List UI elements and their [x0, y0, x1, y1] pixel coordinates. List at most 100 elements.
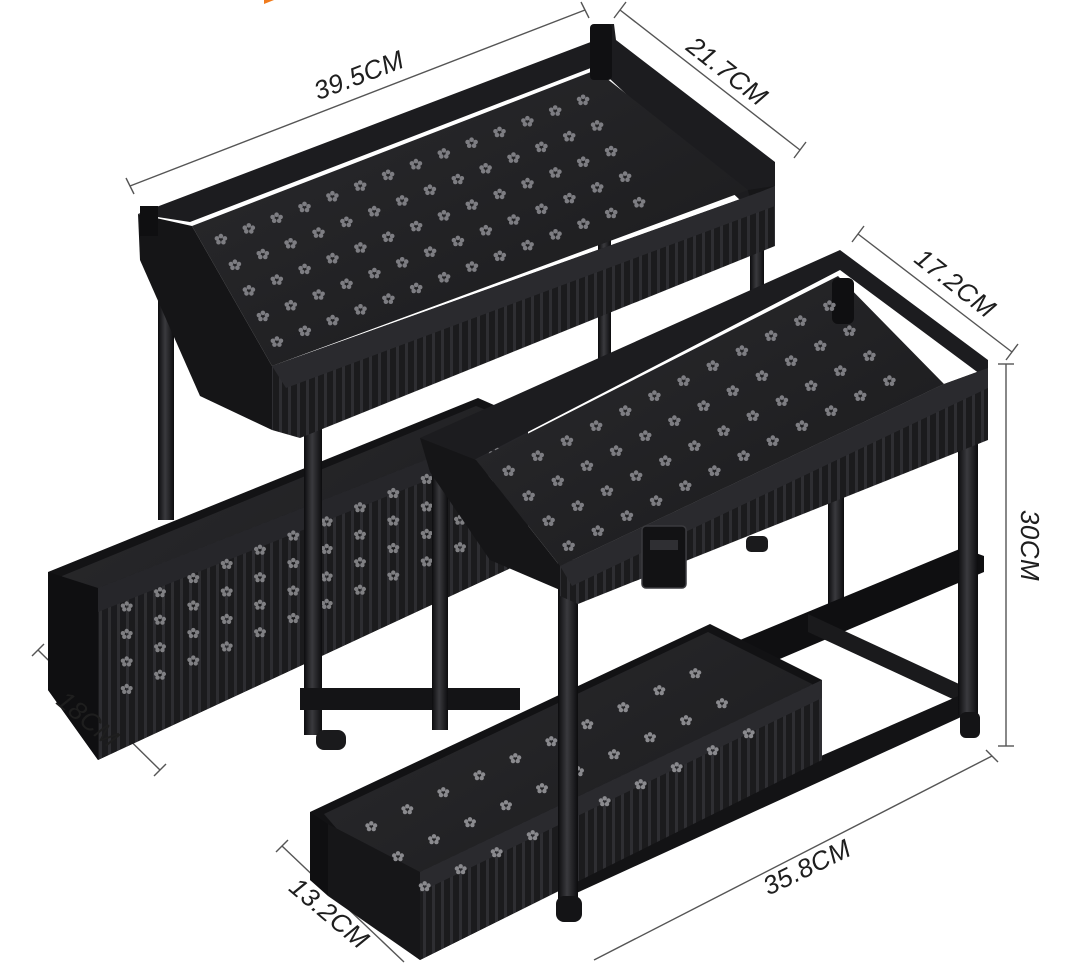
- drain-hole: [581, 218, 586, 223]
- drain-hole: [683, 480, 688, 485]
- drain-hole: [355, 186, 361, 191]
- drain-hole: [221, 239, 226, 245]
- drain-hole: [312, 229, 317, 235]
- drain-hole: [395, 197, 401, 202]
- drain-hole: [360, 186, 366, 191]
- drain-hole: [391, 570, 396, 575]
- drain-hole: [344, 278, 349, 284]
- drain-hole: [503, 471, 509, 477]
- drain-hole: [521, 242, 526, 247]
- drain-hole: [585, 220, 590, 226]
- drain-hole: [402, 809, 408, 815]
- drain-hole: [330, 252, 335, 258]
- drain-hole: [811, 386, 816, 392]
- drain-hole: [550, 173, 556, 178]
- drain-hole: [549, 231, 554, 236]
- drain-hole: [388, 576, 394, 581]
- drain-hole: [187, 575, 192, 580]
- drain-hole: [472, 267, 477, 272]
- drain-hole: [647, 732, 653, 737]
- drain-hole: [394, 572, 400, 577]
- drain-hole: [526, 832, 532, 837]
- drain-hole: [291, 612, 296, 618]
- drain-hole: [422, 534, 427, 539]
- drain-hole: [264, 312, 270, 318]
- drain-hole: [445, 274, 451, 279]
- drain-hole: [584, 460, 590, 465]
- drain-hole: [413, 158, 419, 164]
- drain-hole: [670, 764, 676, 769]
- drain-hole: [161, 644, 166, 649]
- drain-hole: [278, 214, 283, 220]
- drain-hole: [285, 244, 291, 249]
- drain-hole: [665, 461, 670, 467]
- drain-hole: [533, 456, 538, 462]
- drain-hole: [766, 336, 771, 342]
- drain-hole: [607, 491, 612, 497]
- drain-hole: [344, 216, 349, 222]
- drain-hole: [600, 801, 605, 807]
- drain-hole: [304, 207, 310, 213]
- drain-hole: [654, 396, 660, 402]
- drain-hole: [274, 336, 280, 341]
- drain-hole: [122, 662, 127, 667]
- drain-hole: [416, 226, 421, 232]
- drain-hole: [499, 132, 505, 138]
- drain-hole: [263, 316, 268, 322]
- drain-hole: [795, 422, 801, 428]
- drain-hole: [653, 687, 658, 692]
- drain-hole: [393, 548, 398, 554]
- drain-hole: [743, 347, 749, 353]
- drain-hole: [685, 486, 690, 492]
- drain-hole: [507, 802, 512, 807]
- drain-hole: [737, 351, 742, 357]
- drain-hole: [725, 427, 730, 433]
- drain-hole: [401, 806, 406, 811]
- drain-hole: [864, 356, 870, 362]
- drain-hole: [508, 471, 514, 477]
- drain-hole: [340, 280, 345, 286]
- drain-hole: [244, 291, 249, 296]
- drain-hole: [582, 466, 587, 472]
- drain-hole: [723, 700, 728, 705]
- drain-hole: [422, 562, 427, 567]
- drain-hole: [656, 392, 661, 398]
- drain-hole: [416, 164, 421, 170]
- drain-hole: [473, 139, 478, 145]
- drain-hole: [723, 431, 729, 437]
- drain-hole: [254, 629, 259, 634]
- drain-hole: [829, 306, 835, 312]
- drain-hole: [581, 721, 586, 726]
- drain-hole: [501, 129, 506, 134]
- drain-hole: [264, 251, 270, 256]
- drain-hole: [681, 375, 686, 380]
- drain-hole: [487, 165, 492, 170]
- drain-hole: [236, 261, 242, 267]
- drain-hole: [694, 446, 700, 452]
- drain-hole: [532, 835, 538, 841]
- drain-hole: [439, 278, 444, 283]
- drain-hole: [242, 287, 248, 292]
- drain-hole: [474, 775, 480, 781]
- drain-hole: [358, 242, 363, 247]
- drain-hole: [437, 274, 443, 279]
- drain-hole: [587, 724, 592, 730]
- drain-hole: [274, 274, 280, 279]
- drain-hole: [611, 451, 616, 457]
- drain-hole: [588, 721, 594, 726]
- drain-hole: [291, 530, 296, 535]
- drain-hole: [160, 675, 165, 680]
- drain-hole: [550, 111, 555, 116]
- drain-hole: [527, 183, 533, 189]
- drain-hole: [224, 558, 229, 564]
- drain-hole: [430, 252, 435, 257]
- drain-hole: [417, 223, 423, 228]
- drain-hole: [260, 605, 265, 610]
- drain-hole: [522, 122, 528, 127]
- drain-hole: [501, 190, 506, 196]
- drain-hole: [650, 737, 655, 743]
- drain-hole: [766, 437, 772, 443]
- drain-hole: [575, 500, 581, 505]
- drain-hole: [716, 700, 721, 705]
- drain-hole: [827, 300, 832, 305]
